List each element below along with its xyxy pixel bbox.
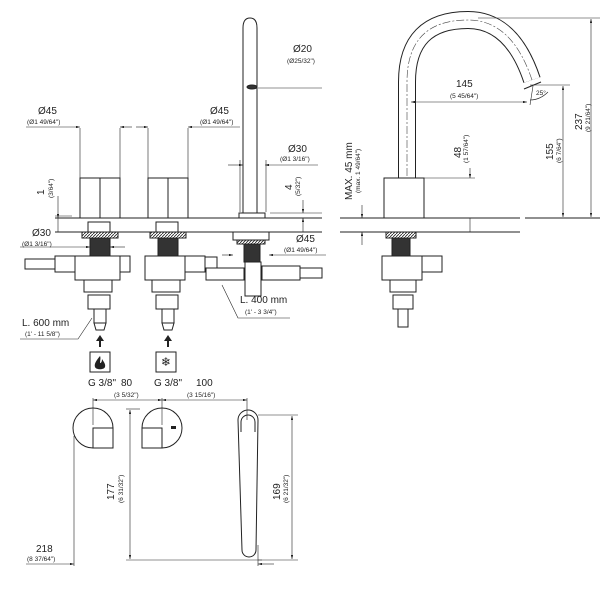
dim-label-inch: (1' - 11 5/8") <box>25 331 60 338</box>
dim-label: 48 <box>453 146 464 158</box>
dim-label-inch: (Ø1 3/16") <box>22 241 52 248</box>
front-view: Ø20 (Ø25/32") Ø45 (Ø1 49/64") Ø45 (Ø1 49… <box>20 17 326 389</box>
dimension-handle-spacing: 80 (3 5/32") 100 (3 15/16") <box>92 378 248 425</box>
dim-label-inch: (3/64") <box>48 179 55 198</box>
dim-label-inch: (Ø1 49/64") <box>284 247 317 254</box>
dimension-shank-dia: Ø30 (Ø1 3/16") <box>20 228 125 249</box>
dim-label-inch: (max. 1 49/64") <box>355 149 362 193</box>
dim-label-inch: (6 7/64") <box>556 138 563 163</box>
dim-label: Ø30 <box>32 228 51 239</box>
handle-right <box>147 177 189 219</box>
dimension-overall-width: 218 (8 37/64") <box>26 436 274 566</box>
handle-left <box>79 177 121 219</box>
dimension-spout-length: 169 (6 21/32") <box>258 414 298 561</box>
dim-label: 4 <box>284 184 295 190</box>
dim-label: Ø30 <box>288 144 307 155</box>
dimension-max-thickness: MAX. 45 mm (max. 1 49/64") <box>344 142 364 245</box>
dim-label: 169 <box>272 483 283 500</box>
dimension-body-height: 48 (1 57/64") <box>424 135 475 232</box>
valve-assembly-left <box>24 221 131 331</box>
dim-label: 1 <box>36 189 47 195</box>
dim-label: Ø20 <box>293 44 312 55</box>
dim-label: L. 400 mm <box>240 295 287 306</box>
dim-label-inch: (3 15/16") <box>187 392 215 399</box>
dim-label: Ø45 <box>210 106 229 117</box>
arrow-up-icon <box>164 335 172 347</box>
dim-label: 100 <box>196 378 213 389</box>
dimension-spout-base-dia: Ø30 (Ø1 3/16") <box>228 144 318 212</box>
thread-label: G 3/8" <box>154 378 182 389</box>
dim-label: 145 <box>456 79 473 90</box>
dimension-depth: 177 (6 31/32") <box>106 408 262 561</box>
handle-left-top <box>72 407 114 449</box>
dimension-handle-dia: Ø45 (Ø1 49/64") Ø45 (Ø1 49/64") <box>26 106 240 178</box>
dim-label-inch: (Ø1 49/64") <box>200 119 233 126</box>
dim-label: MAX. 45 mm <box>344 142 355 200</box>
snowflake-icon: ❄ <box>161 355 171 369</box>
dim-label: 80 <box>121 378 133 389</box>
flame-icon <box>94 356 106 370</box>
thread-label: G 3/8" <box>88 378 116 389</box>
top-view: 80 (3 5/32") 100 (3 15/16") 177 (6 31/32… <box>26 378 298 566</box>
dim-label-inch: (Ø1 49/64") <box>27 119 60 126</box>
dim-label-inch: (6 31/32") <box>118 475 125 503</box>
dim-label: L. 600 mm <box>22 318 69 329</box>
dimension-reach: 145 (5 45/64") 25° <box>411 79 549 106</box>
side-view: 145 (5 45/64") 25° 237 (9 21/64") 155 (6… <box>340 10 600 328</box>
dimension-outlet-height: 155 (6 7/64") <box>530 84 570 217</box>
dim-label: 155 <box>545 143 556 160</box>
dim-label-inch: (1' - 3 3/4") <box>245 309 277 316</box>
dim-label-inch: (6 21/32") <box>283 475 290 503</box>
spout-body-side <box>383 177 425 219</box>
handle-right-top <box>141 407 183 449</box>
dim-label: Ø45 <box>38 106 57 117</box>
hot-inlet: G 3/8" <box>88 335 116 389</box>
dim-label: 237 <box>574 113 585 130</box>
dim-label: Ø45 <box>296 234 315 245</box>
dimension-flange-dia: Ø45 (Ø1 49/64") <box>222 234 326 257</box>
spout-connector <box>205 231 323 297</box>
dim-label: 177 <box>106 483 117 500</box>
spout-top <box>237 409 259 558</box>
dimension-total-height: 237 (9 21/64") <box>478 17 600 217</box>
dim-label: 218 <box>36 544 53 555</box>
dim-label-inch: (5 45/64") <box>450 93 478 100</box>
dim-label-inch: (Ø1 3/16") <box>280 156 310 163</box>
dim-label-inch: (1 57/64") <box>463 135 470 163</box>
dim-label-inch: (5/32") <box>295 177 302 196</box>
dim-label-inch: (8 37/64") <box>27 556 55 563</box>
dim-label-inch: (Ø25/32") <box>287 58 315 65</box>
dimension-handle-gap: 1 (3/64") <box>36 179 72 232</box>
dim-label-inch: (3 5/32") <box>114 392 139 399</box>
dimension-spout-dia: Ø20 (Ø25/32") <box>258 44 322 89</box>
spout-front <box>238 17 266 219</box>
angle-label: 25° <box>536 89 546 97</box>
dimension-spout-gap: 4 (5/32") <box>270 177 322 232</box>
arrow-up-icon <box>96 335 104 347</box>
cold-inlet: ❄ G 3/8" <box>154 335 182 389</box>
hose-length-labels: L. 600 mm (1' - 11 5/8") L. 400 mm (1' -… <box>20 284 290 340</box>
dim-label-inch: (9 21/64") <box>585 104 592 132</box>
